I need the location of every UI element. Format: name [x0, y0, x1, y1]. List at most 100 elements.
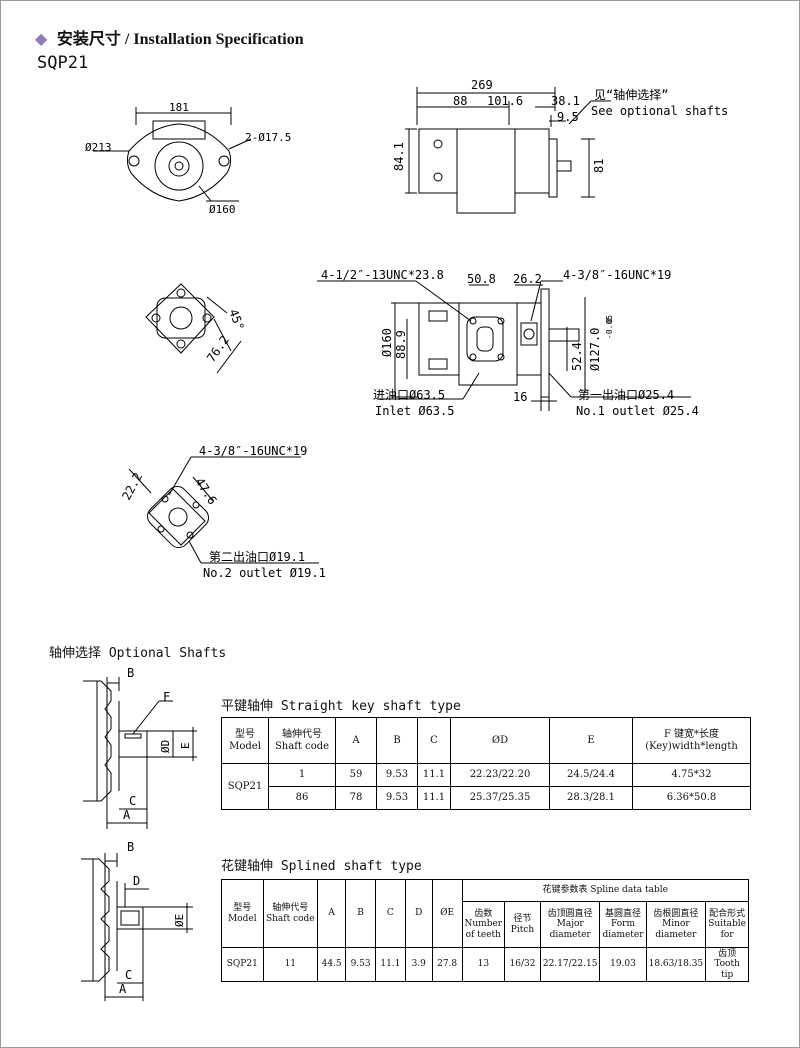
cell: 9.53: [376, 763, 418, 787]
table-subheader-row: 齿数 Number of teeth 径节 Pitch 齿顶圆直径 Major …: [222, 901, 749, 948]
cell-model: SQP21: [221, 763, 269, 810]
spline-fig-c: C: [125, 968, 132, 982]
dim-d160b: Ø160: [380, 328, 394, 357]
key-fig-f: F: [163, 690, 170, 704]
rear-view: [145, 283, 242, 374]
spline-shaft-heading: 花键轴伸 Splined shaft type: [221, 859, 422, 874]
cell: 9.53: [376, 786, 418, 810]
key-fig-e: E: [179, 742, 192, 749]
thread-outlet2: 4-3/8″-16UNC*19: [199, 444, 307, 458]
th-shaft-code: 轴伸代号 Shaft code: [268, 717, 336, 764]
dim-22-2: 22.2: [119, 470, 145, 502]
th-pitch: 径节 Pitch: [504, 901, 541, 948]
optional-shafts-heading: 轴伸选择 Optional Shafts: [49, 646, 227, 661]
title-cn: 安装尺寸: [56, 29, 121, 48]
cell: 28.3/28.1: [549, 786, 633, 810]
spline-fig-a: A: [119, 982, 127, 996]
spline-fig-d: D: [133, 874, 140, 888]
th-e: ØE: [431, 879, 463, 948]
th-major: 齿顶圆直径 Major diameter: [539, 901, 601, 948]
dim-81: 81: [592, 159, 606, 173]
cell: 16/32: [504, 946, 541, 983]
spline-fig-b: B: [127, 840, 134, 854]
cell: 9.53: [345, 946, 376, 983]
shaft-note-en: See optional shafts: [591, 104, 728, 118]
outlet2-cn: 第二出油口Ø19.1: [209, 550, 305, 564]
dim-101-6: 101.6: [487, 94, 523, 108]
key-fig-b: B: [127, 666, 134, 680]
cell: 19.03: [599, 946, 647, 983]
table-row: SQP21 1 59 9.53 11.1 22.23/22.20 24.5/24…: [221, 763, 751, 810]
outlet2-flange-view: [128, 456, 319, 564]
th-suitable: 配合形式 Suitable for: [705, 901, 749, 948]
cell: 24.5/24.4: [549, 763, 633, 787]
spline-shaft-figure: [81, 853, 193, 1001]
spline-fig-e: ØE: [173, 914, 186, 927]
thread-inlet: 4-1/2″-13UNC*23.8: [321, 268, 444, 282]
cell: 22.17/22.15: [539, 946, 601, 983]
key-fig-d: ØD: [159, 740, 172, 753]
dim-269: 269: [471, 78, 493, 92]
cell: 齿顶 Tooth tip: [705, 946, 749, 983]
side-view-middle: [317, 280, 691, 411]
cell: 11.1: [417, 786, 451, 810]
cell: 86: [268, 786, 336, 810]
key-fig-c: C: [129, 794, 136, 808]
cell: 27.8: [431, 946, 463, 983]
dim-d127-tol-upper: 0: [605, 318, 614, 323]
dim-d213: Ø213: [85, 141, 112, 154]
outlet2-en: No.2 outlet Ø19.1: [203, 566, 326, 580]
dim-26-2: 26.2: [513, 272, 542, 286]
dim-76-2: 76.2: [204, 333, 232, 365]
cell: 4.75*32: [632, 763, 751, 787]
cell: 3.9: [404, 946, 433, 983]
table-header-row: 型号 Model 轴伸代号 Shaft code A B C ØD E F 键宽…: [221, 717, 751, 764]
th-teeth: 齿数 Number of teeth: [461, 901, 506, 948]
th-a: A: [317, 879, 347, 948]
side-view-top: [405, 87, 611, 214]
cell: 59: [335, 763, 377, 787]
cell: 22.23/22.20: [450, 763, 550, 787]
key-fig-a: A: [123, 808, 131, 822]
section-title: ◆ 安装尺寸 / Installation Specification: [35, 25, 304, 49]
th-c: C: [417, 717, 451, 764]
cell: 1: [268, 763, 336, 787]
th-e: E: [549, 717, 633, 764]
cell: 6.36*50.8: [632, 786, 751, 810]
table-row: 86 78 9.53 11.1 25.37/25.35 28.3/28.1 6.…: [222, 786, 751, 810]
th-a: A: [335, 717, 377, 764]
th-minor: 齿根圆直径 Minor diameter: [645, 901, 707, 948]
inlet-en: Inlet Ø63.5: [375, 404, 454, 418]
diamond-icon: ◆: [35, 29, 48, 48]
cell: 11.1: [417, 763, 451, 787]
cell: 11.1: [374, 946, 406, 983]
th-model: 型号 Model: [221, 879, 264, 948]
dim-88-9: 88.9: [394, 330, 408, 359]
dim-d160: Ø160: [209, 203, 236, 216]
dim-2-17-5: 2-Ø17.5: [245, 131, 291, 144]
outlet1-en: No.1 outlet Ø25.4: [576, 404, 699, 418]
thread-outlet1: 4-3/8″-16UNC*19: [563, 268, 671, 282]
cell: 78: [335, 786, 377, 810]
shaft-note-cn: 见“轴伸选择”: [594, 87, 668, 102]
dim-d127-tol: -0.05: [605, 315, 614, 339]
cell: 11: [262, 946, 319, 983]
th-d: ØD: [450, 717, 550, 764]
cell: 25.37/25.35: [450, 786, 550, 810]
inlet-cn: 进油口Ø63.5: [373, 388, 445, 402]
dim-45: 45°: [226, 307, 247, 332]
dim-84-1: 84.1: [392, 142, 406, 171]
cell: SQP21: [221, 946, 264, 983]
th-spline-group: 花键参数表 Spline data table: [461, 879, 750, 902]
dim-9-5: 9.5: [557, 110, 579, 124]
dim-50-8: 50.8: [467, 272, 496, 286]
front-flange-view: [93, 107, 252, 202]
key-shaft-heading: 平键轴伸 Straight key shaft type: [221, 699, 461, 714]
cell: 18.63/18.35: [645, 946, 707, 983]
dim-88: 88: [453, 94, 467, 108]
th-model: 型号 Model: [221, 717, 269, 764]
th-form: 基圆直径 Form diameter: [599, 901, 647, 948]
dim-d127: Ø127.0: [588, 328, 602, 371]
